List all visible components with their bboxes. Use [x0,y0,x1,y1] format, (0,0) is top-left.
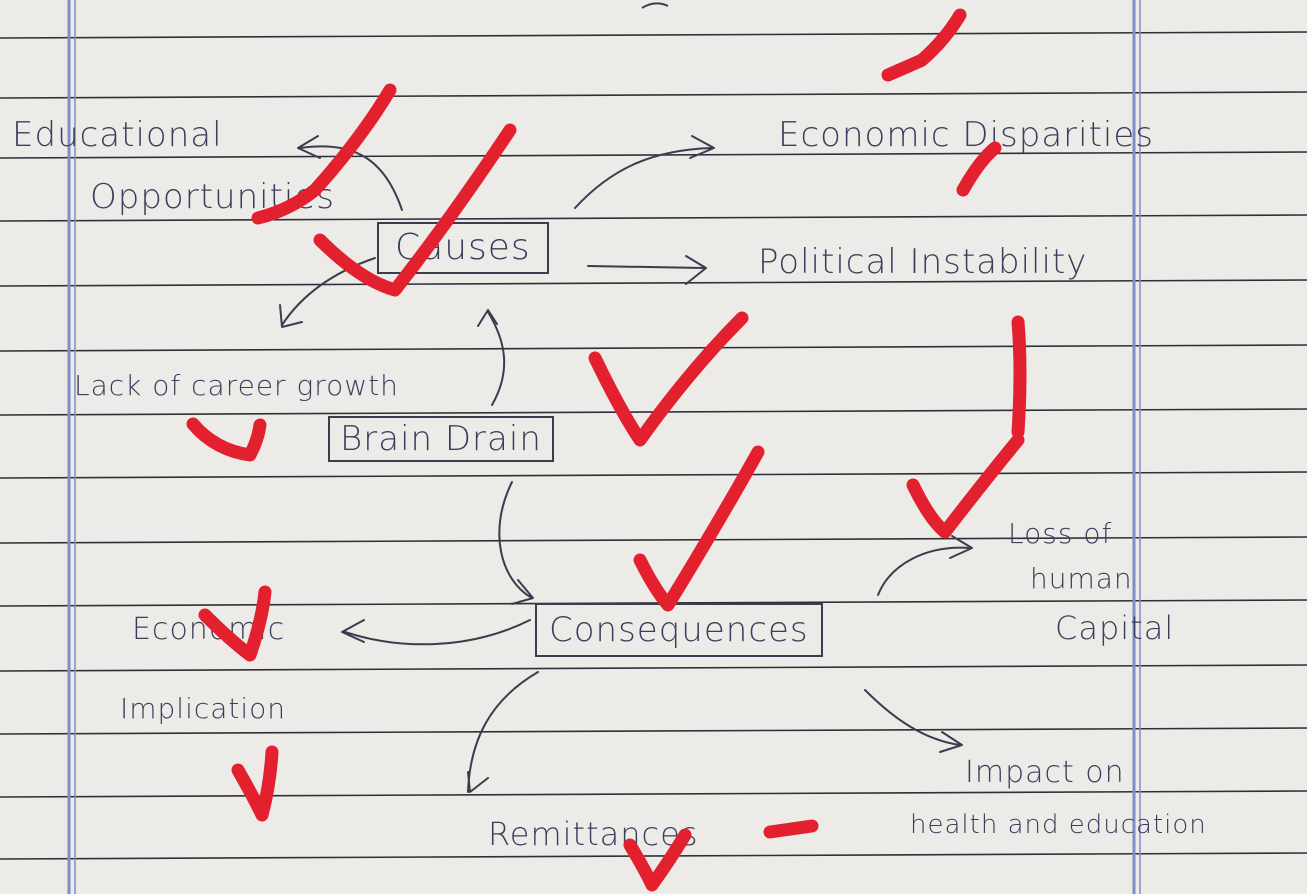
ruled-line [0,31,1307,39]
consequence-capital: Capital [1055,609,1175,647]
arrow-causes-to-economic-disparities [574,135,715,209]
cause-economic-disparities: Economic Disparities [778,115,1154,155]
ruled-line [0,471,1307,479]
ruled-line [0,727,1307,735]
ruled-line [0,214,1307,222]
consequence-human: human [1030,562,1133,595]
cause-political-instability: Political Instability [758,242,1088,282]
arrow-consequences-to-impact [864,689,963,753]
ruled-line [0,279,1307,287]
consequence-loss-of: Loss of [1008,517,1113,550]
arrow-causes-to-political-instability [587,255,707,285]
consequence-remittances: Remittances [488,815,699,853]
consequence-implication: Implication [120,692,287,725]
ruled-line [0,91,1307,99]
arrow-consequences-to-loss-of-human-capital [877,535,973,596]
ruled-line [0,151,1307,159]
cut-off-heading-fragment [641,2,669,9]
consequence-impact-on: Impact on [965,755,1125,790]
arrow-causes-to-lack-of-career-growth [279,257,376,328]
arrow-consequences-to-economic-implication [341,619,531,646]
arrow-brain-drain-to-causes [477,309,506,406]
cause-educational: Educational [12,115,223,155]
ruled-line [0,852,1307,860]
ruled-line [0,664,1307,672]
consequence-health-and-education: health and education [910,810,1207,840]
connector-arrows [279,135,973,793]
consequence-economic: Economic [132,612,286,647]
ruled-line [0,408,1307,416]
cause-opportunities: Opportunities [90,177,335,217]
arrow-consequences-to-remittances [467,671,539,793]
consequences-node: Consequences [535,603,823,657]
brain-drain-node: Brain Drain [328,416,554,462]
arrow-brain-drain-to-consequences [498,481,534,605]
ruled-line [0,344,1307,352]
cause-lack-of-career-growth: Lack of career growth [74,369,399,402]
ruled-line [0,790,1307,798]
causes-node: Causes [377,222,549,274]
